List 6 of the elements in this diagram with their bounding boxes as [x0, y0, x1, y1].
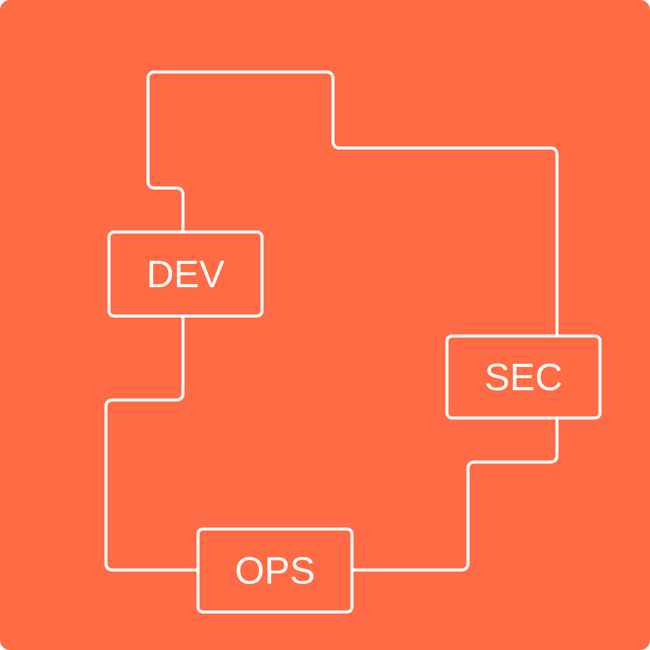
connector-line: [354, 420, 558, 572]
connector-line: [104, 318, 196, 572]
label-box: OPS: [196, 528, 354, 614]
connector-line: [146, 70, 558, 334]
label-box: DEV: [108, 230, 264, 318]
label-box: SEC: [446, 334, 602, 420]
